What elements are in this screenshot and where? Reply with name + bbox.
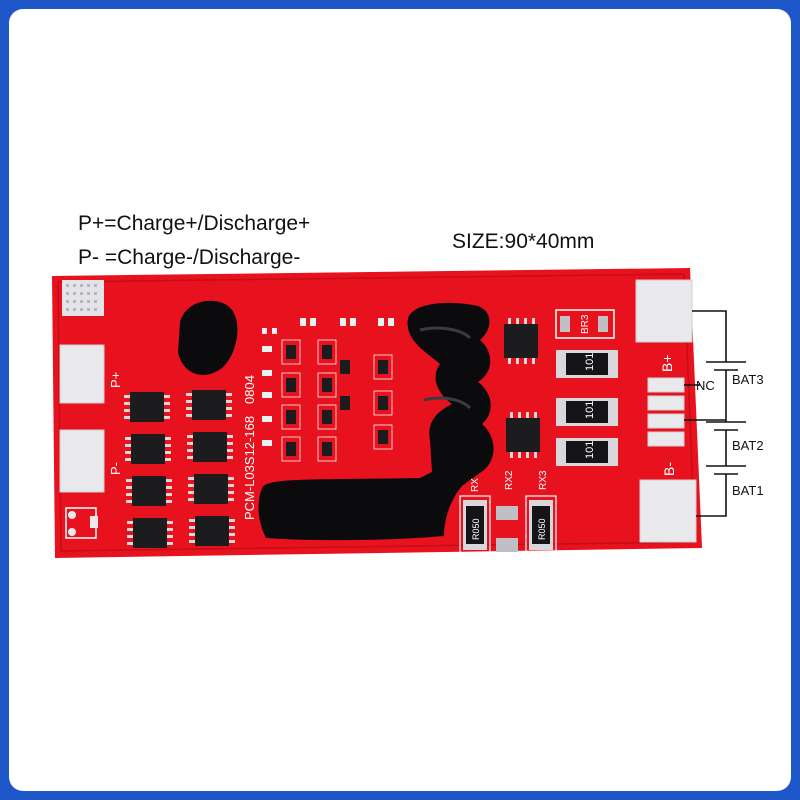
sense-resistor-rx: R050	[459, 495, 491, 555]
label-rx: RX	[470, 478, 481, 492]
board-date-code: 0804	[242, 375, 257, 404]
svg-text:R050: R050	[471, 518, 481, 540]
caption-p-minus: P- =Charge-/Discharge-	[78, 246, 301, 269]
potting-blob-top	[178, 300, 238, 375]
potting-blob-main	[258, 302, 494, 541]
caption-size: SIZE:90*40mm	[452, 230, 595, 253]
label-rx2: RX2	[504, 470, 515, 490]
resistor-101-c: 101	[556, 438, 618, 466]
label-b-plus: B+	[659, 354, 675, 372]
mosfet-array	[124, 390, 235, 548]
pad-b-plus	[635, 279, 693, 343]
small-components	[262, 318, 394, 446]
svg-text:101: 101	[584, 441, 596, 459]
resistor-101-b: 101	[556, 398, 618, 426]
resistor-101-a: 101	[556, 350, 618, 378]
control-ic-bottom	[506, 412, 540, 458]
pad-p-plus	[59, 344, 105, 404]
label-p-minus: P-	[108, 462, 123, 475]
pad-p-minus	[59, 429, 105, 493]
label-bat2: BAT2	[732, 438, 764, 453]
pad-b-minus	[639, 479, 697, 543]
label-b-minus: B-	[661, 462, 677, 476]
label-bat3: BAT3	[732, 372, 764, 387]
svg-text:101: 101	[584, 353, 596, 371]
board-model-text: PCM-L03S12-168	[242, 416, 257, 520]
svg-text:101: 101	[584, 401, 596, 419]
battery-wiring-diagram	[684, 310, 746, 517]
label-nc: NC	[696, 378, 715, 393]
label-rx3: RX3	[538, 470, 549, 490]
caption-p-plus: P+=Charge+/Discharge+	[78, 212, 311, 235]
label-p-plus: P+	[108, 372, 123, 388]
control-ic-top	[504, 318, 538, 364]
balance-pads	[647, 377, 685, 447]
sense-resistor-rx3: R050	[525, 495, 557, 555]
label-br3: BR3	[580, 314, 591, 334]
label-bat1: BAT1	[732, 483, 764, 498]
svg-text:R050: R050	[537, 518, 547, 540]
